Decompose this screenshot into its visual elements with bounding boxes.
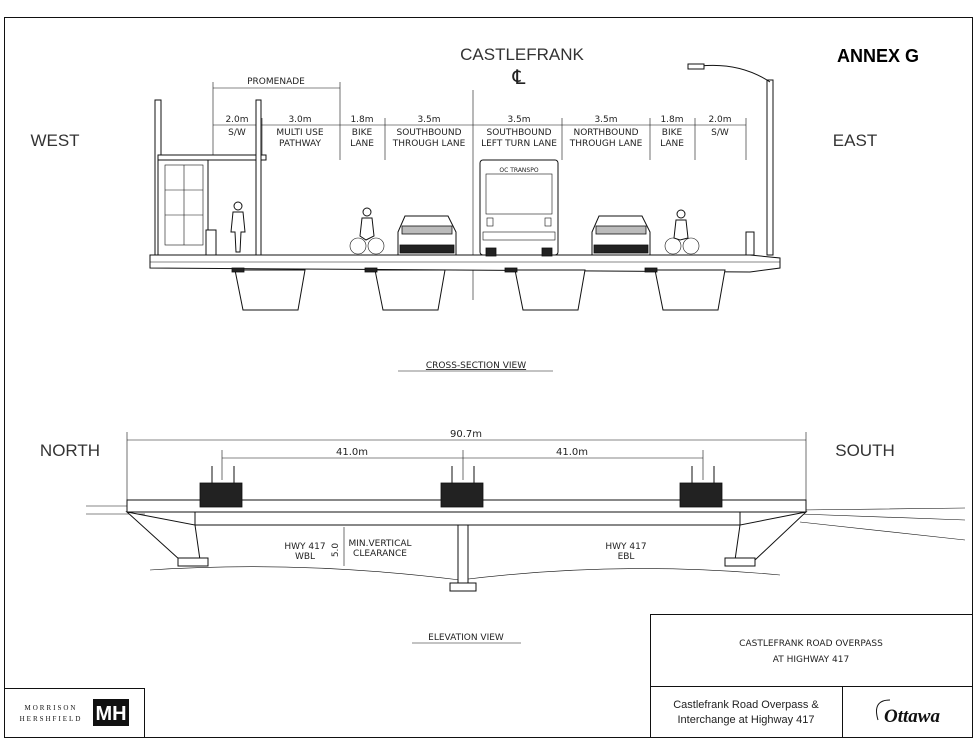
hwy-ebl-line2: EBL bbox=[618, 552, 635, 562]
svg-text:SOUTHBOUND: SOUTHBOUND bbox=[397, 128, 462, 138]
hwy-ebl-line1: HWY 417 bbox=[605, 542, 646, 552]
svg-text:S/W: S/W bbox=[711, 128, 729, 138]
svg-text:LEFT TURN LANE: LEFT TURN LANE bbox=[481, 139, 557, 149]
elevation-deck bbox=[125, 499, 808, 592]
west-label: WEST bbox=[30, 131, 79, 150]
total-span-label: 90.7m bbox=[450, 429, 482, 440]
ottawa-logo-text: Ottawa bbox=[884, 706, 940, 727]
svg-text:NORTHBOUND: NORTHBOUND bbox=[573, 128, 638, 138]
svg-text:1.8m: 1.8m bbox=[350, 115, 373, 125]
title-block: CASTLEFRANK ROAD OVERPASS AT HIGHWAY 417… bbox=[650, 614, 973, 738]
clearance-line1: MIN.VERTICAL bbox=[348, 539, 411, 549]
span-left-label: 41.0m bbox=[336, 447, 368, 458]
svg-text:S/W: S/W bbox=[228, 128, 246, 138]
promenade-label: PROMENADE bbox=[247, 77, 305, 87]
svg-text:3.5m: 3.5m bbox=[594, 115, 617, 125]
svg-text:2.0m: 2.0m bbox=[708, 115, 731, 125]
lane-s-w-east: 2.0m S/W bbox=[708, 115, 731, 138]
elevation-ground bbox=[86, 505, 966, 581]
girder bbox=[374, 269, 446, 311]
svg-text:LANE: LANE bbox=[350, 139, 374, 149]
hwy-wbl-line2: WBL bbox=[295, 552, 315, 562]
elevation-shelter-center bbox=[440, 466, 484, 508]
svg-text:3.5m: 3.5m bbox=[417, 115, 440, 125]
elevation-shelter-right bbox=[679, 466, 723, 508]
centerline-symbol: ℄ bbox=[512, 65, 526, 89]
girder bbox=[514, 269, 586, 311]
cross-section-view-title: CROSS-SECTION VIEW bbox=[426, 361, 526, 371]
svg-text:3.0m: 3.0m bbox=[288, 115, 311, 125]
bus-shelter bbox=[154, 99, 267, 256]
lane-northbound-through: 3.5m NORTHBOUND THROUGH LANE bbox=[569, 115, 643, 149]
elevation-view-title: ELEVATION VIEW bbox=[428, 633, 504, 643]
firm-line2: Hershfield bbox=[20, 715, 83, 723]
cyclist-west-figure bbox=[349, 207, 385, 255]
south-label: SOUTH bbox=[835, 441, 895, 460]
lane-bike-west: 1.8m BIKE LANE bbox=[350, 115, 374, 149]
svg-text:BIKE: BIKE bbox=[352, 128, 373, 138]
bus-oc-transpo: OC TRANSPO bbox=[479, 159, 559, 257]
cyclist-east-figure bbox=[664, 209, 700, 255]
firm-mark: MH bbox=[95, 703, 126, 725]
total-span-dimension: 90.7m bbox=[126, 429, 807, 505]
lane-s-w-west: 2.0m S/W bbox=[225, 115, 248, 138]
svg-text:PATHWAY: PATHWAY bbox=[279, 139, 321, 149]
cross-section-deck bbox=[149, 254, 781, 311]
span-dimensions: 41.0m 41.0m bbox=[221, 447, 704, 480]
title-line1: CASTLEFRANK ROAD OVERPASS bbox=[739, 639, 883, 649]
ottawa-logo-icon bbox=[876, 699, 891, 721]
drawing-border bbox=[4, 17, 973, 738]
lane-dividers bbox=[261, 90, 747, 300]
project-line1: Castlefrank Road Overpass & bbox=[673, 699, 819, 711]
girder bbox=[234, 269, 306, 311]
light-pole bbox=[687, 63, 774, 256]
svg-text:SOUTHBOUND: SOUTHBOUND bbox=[487, 128, 552, 138]
hwy-wbl-line1: HWY 417 bbox=[284, 542, 325, 552]
clearance-value: 5.0 bbox=[331, 543, 341, 558]
promenade-dimension: PROMENADE bbox=[212, 77, 341, 160]
north-label: NORTH bbox=[40, 441, 100, 460]
car-southbound bbox=[397, 215, 457, 256]
clearance-line2: CLEARANCE bbox=[353, 549, 407, 559]
svg-text:LANE: LANE bbox=[660, 139, 684, 149]
svg-text:3.5m: 3.5m bbox=[507, 115, 530, 125]
bus-label: OC TRANSPO bbox=[499, 167, 538, 174]
annex-label: ANNEX G bbox=[837, 46, 919, 66]
lane-bike-east: 1.8m BIKE LANE bbox=[660, 115, 684, 149]
title-line2: AT HIGHWAY 417 bbox=[773, 655, 849, 665]
project-line2: Interchange at Highway 417 bbox=[678, 714, 815, 726]
firm-block: Morrison Hershfield MH bbox=[4, 688, 145, 738]
car-northbound bbox=[591, 215, 651, 256]
svg-text:BIKE: BIKE bbox=[662, 128, 683, 138]
clearance-annotation: 5.0 MIN.VERTICAL CLEARANCE bbox=[331, 527, 412, 566]
lane-southbound-through: 3.5m SOUTHBOUND THROUGH LANE bbox=[392, 115, 466, 149]
girder bbox=[654, 269, 726, 311]
mh-logo-icon bbox=[93, 699, 129, 726]
lane-multi-use-pathway: 3.0m MULTI USE PATHWAY bbox=[276, 115, 323, 149]
svg-text:THROUGH LANE: THROUGH LANE bbox=[392, 139, 466, 149]
svg-text:1.8m: 1.8m bbox=[660, 115, 683, 125]
centerline-label: CASTLEFRANK bbox=[460, 45, 584, 64]
elevation-shelter-left bbox=[199, 466, 243, 508]
lane-southbound-left-turn: 3.5m SOUTHBOUND LEFT TURN LANE bbox=[481, 115, 557, 149]
east-label: EAST bbox=[833, 131, 877, 150]
pedestrian-figure bbox=[230, 201, 246, 253]
firm-line1: Morrison bbox=[25, 704, 78, 712]
svg-text:THROUGH LANE: THROUGH LANE bbox=[569, 139, 643, 149]
span-right-label: 41.0m bbox=[556, 447, 588, 458]
svg-text:MULTI USE: MULTI USE bbox=[276, 128, 323, 138]
svg-text:2.0m: 2.0m bbox=[225, 115, 248, 125]
